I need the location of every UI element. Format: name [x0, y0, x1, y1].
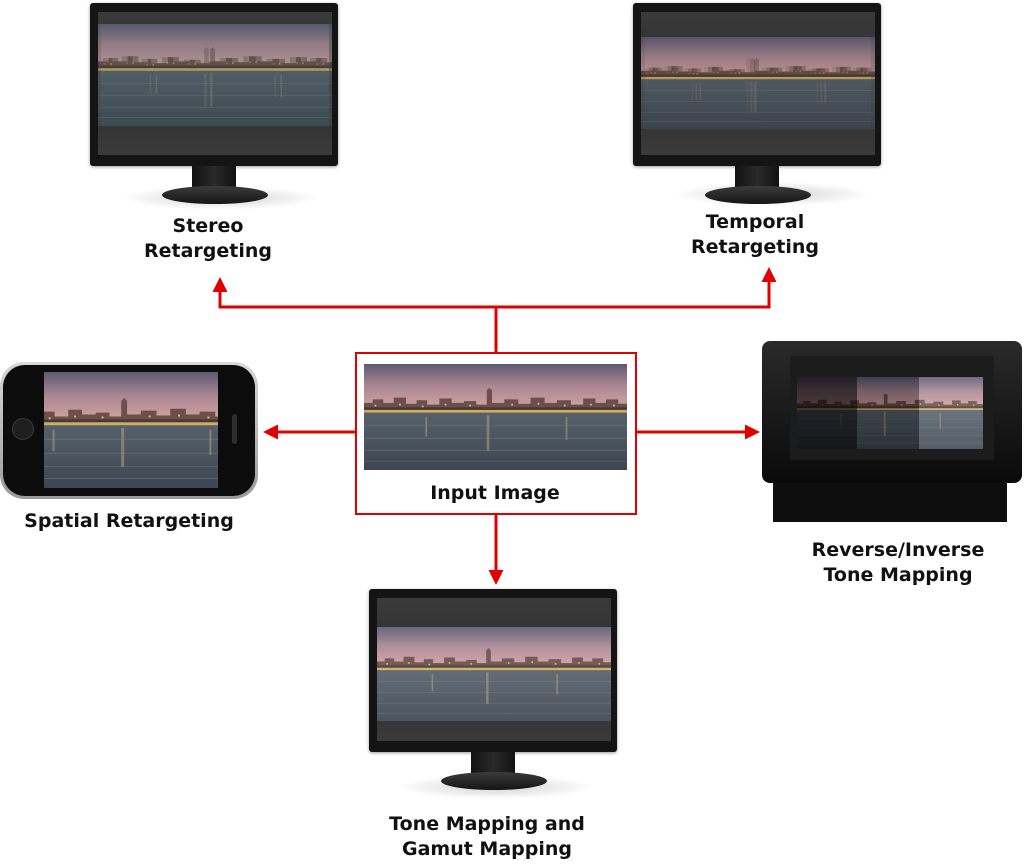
home-button-icon — [12, 418, 34, 440]
inverse-tone-label: Reverse/Inverse Tone Mapping — [811, 539, 985, 586]
inverse-tone-mapped-image — [797, 377, 983, 449]
arrow-to-temporal — [496, 267, 777, 309]
tone-gamut-label: Tone Mapping and Gamut Mapping — [389, 813, 585, 860]
spatial-retargeted-image — [44, 372, 218, 488]
temporal-blurred-image — [641, 37, 875, 129]
input-image-frame — [355, 352, 637, 515]
input-image-label: Input Image — [430, 482, 560, 504]
temporal-label: Temporal Retargeting — [691, 211, 819, 258]
input-image — [364, 364, 627, 470]
arrow-to-stereo — [212, 277, 498, 352]
tone-mapped-image — [377, 627, 611, 721]
stereo-label: Stereo Retargeting — [144, 215, 272, 262]
speaker-grille-icon — [232, 414, 237, 444]
stereo-anaglyph-image — [98, 24, 332, 126]
spatial-label: Spatial Retargeting — [24, 510, 234, 532]
